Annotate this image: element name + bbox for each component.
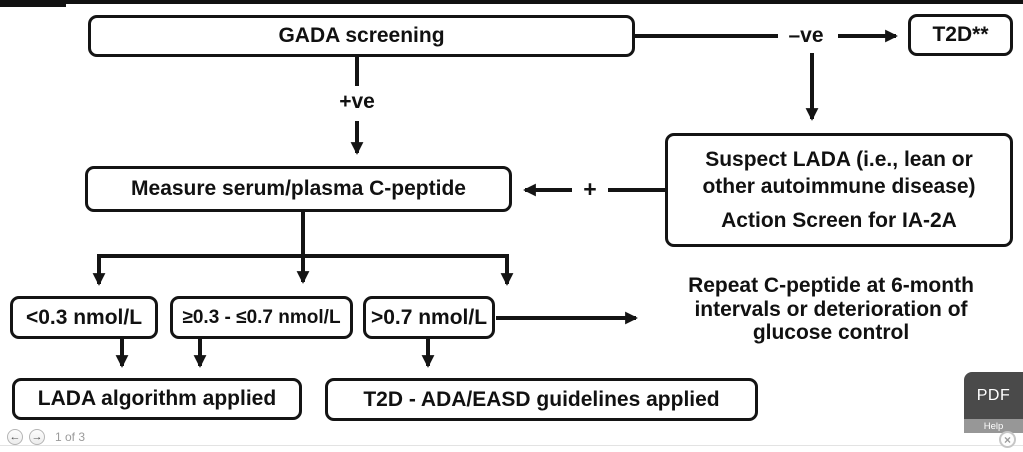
close-button[interactable]: × xyxy=(999,431,1016,448)
range-mid-box: ≥0.3 - ≤0.7 nmol/L xyxy=(170,296,353,339)
negative-result-label: –ve xyxy=(778,24,834,48)
range-low-box: <0.3 nmol/L xyxy=(10,296,158,339)
help-button[interactable]: Help xyxy=(964,419,1023,433)
gada-screening-box: GADA screening xyxy=(88,15,635,57)
repeat-note-line2: intervals or deterioration of xyxy=(694,297,968,321)
suspect-lada-action: Action Screen for IA-2A xyxy=(721,209,957,232)
pdf-button-label: PDF xyxy=(976,386,1011,404)
help-button-label: Help xyxy=(983,420,1004,432)
next-page-button[interactable]: → xyxy=(29,429,45,445)
suspect-lada-text: Suspect LADA (i.e., lean or other autoim… xyxy=(702,146,975,234)
next-arrow-icon: → xyxy=(31,430,43,443)
lada-algorithm-box: LADA algorithm applied xyxy=(12,378,302,420)
page-status: 1 of 3 xyxy=(55,430,86,444)
positive-result-label: +ve xyxy=(330,90,384,114)
close-icon: × xyxy=(1003,432,1011,447)
suspect-lada-box: Suspect LADA (i.e., lean or other autoim… xyxy=(665,133,1013,247)
bottom-divider xyxy=(0,445,1023,446)
t2d-guidelines-box: T2D - ADA/EASD guidelines applied xyxy=(325,378,758,421)
plus-label: + xyxy=(574,177,606,201)
previous-page-button[interactable]: ← xyxy=(7,429,23,445)
top-border xyxy=(0,0,1023,4)
t2d-box: T2D** xyxy=(908,14,1013,56)
repeat-c-peptide-note: Repeat C-peptide at 6-month intervals or… xyxy=(650,274,1012,345)
measure-c-peptide-box: Measure serum/plasma C-peptide xyxy=(85,166,512,212)
suspect-lada-line2: other autoimmune disease) xyxy=(702,175,976,198)
range-high-box: >0.7 nmol/L xyxy=(363,296,495,339)
top-border-corner xyxy=(0,0,66,7)
suspect-lada-line1: Suspect LADA (i.e., lean or xyxy=(705,148,973,171)
repeat-note-line3: glucose control xyxy=(752,321,910,344)
previous-arrow-icon: ← xyxy=(9,430,21,443)
repeat-note-line1: Repeat C-peptide at 6-month xyxy=(688,274,974,297)
pdf-button[interactable]: PDF xyxy=(964,372,1023,419)
